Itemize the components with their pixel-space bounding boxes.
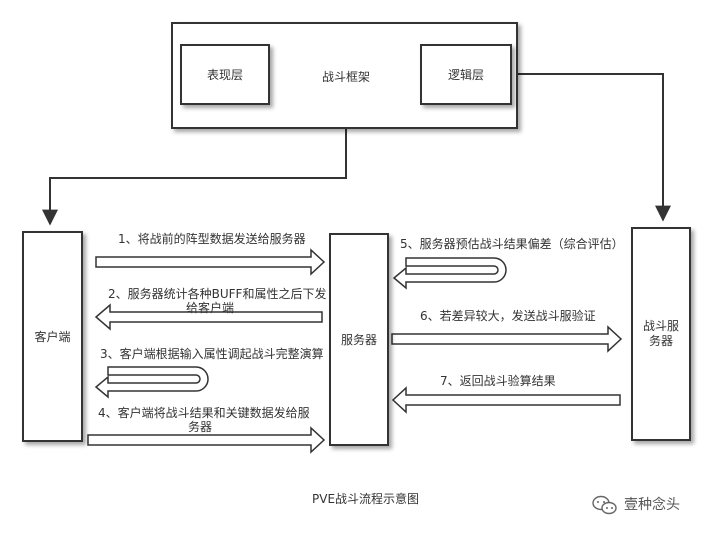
- step6-label: 6、若差异较大，发送战斗服验证: [420, 309, 596, 323]
- step2-arrow: [94, 303, 323, 331]
- server-box: 服务器: [329, 233, 389, 446]
- presentation-layer-label: 表现层: [206, 68, 243, 82]
- battle-framework-title: 战斗框架: [322, 70, 371, 84]
- client-label: 客户端: [34, 330, 71, 344]
- step3-label: 3、客户端根据输入属性调起战斗完整演算: [100, 347, 324, 361]
- step4-arrow: [87, 426, 326, 454]
- diagram-caption: PVE战斗流程示意图: [312, 492, 420, 506]
- logic-layer-box: 逻辑层: [420, 44, 512, 105]
- logic-to-battle-server-connector: [516, 73, 671, 222]
- step2-label-line1: 2、服务器统计各种BUFF和属性之后下发: [108, 287, 327, 301]
- logic-layer-label: 逻辑层: [447, 68, 484, 82]
- step5-label: 5、服务器预估战斗结果偏差（综合评估）: [400, 237, 624, 251]
- step1-arrow: [95, 248, 326, 276]
- step4-label-line2: 务器: [188, 420, 213, 434]
- watermark-text: 壹种念头: [624, 497, 680, 513]
- framework-to-client-connector: [42, 128, 347, 226]
- battle-server-label: 战斗服务器: [642, 319, 679, 348]
- client-box: 客户端: [22, 231, 83, 442]
- step2-label-line2: 给客户端: [186, 301, 235, 315]
- battle-server-box: 战斗服务器: [631, 227, 691, 441]
- server-label: 服务器: [340, 333, 377, 347]
- step5-loop-arrow: [392, 257, 507, 290]
- step7-label: 7、返回战斗验算结果: [440, 374, 556, 388]
- presentation-layer-box: 表现层: [180, 44, 270, 105]
- wechat-icon: [592, 495, 617, 515]
- step7-arrow: [391, 386, 621, 414]
- step4-label-line1: 4、客户端将战斗结果和关键数据发给服: [98, 406, 310, 420]
- step1-label: 1、将战前的阵型数据发送给服务器: [118, 232, 306, 246]
- step6-arrow: [391, 325, 623, 353]
- step3-loop-arrow: [94, 366, 209, 399]
